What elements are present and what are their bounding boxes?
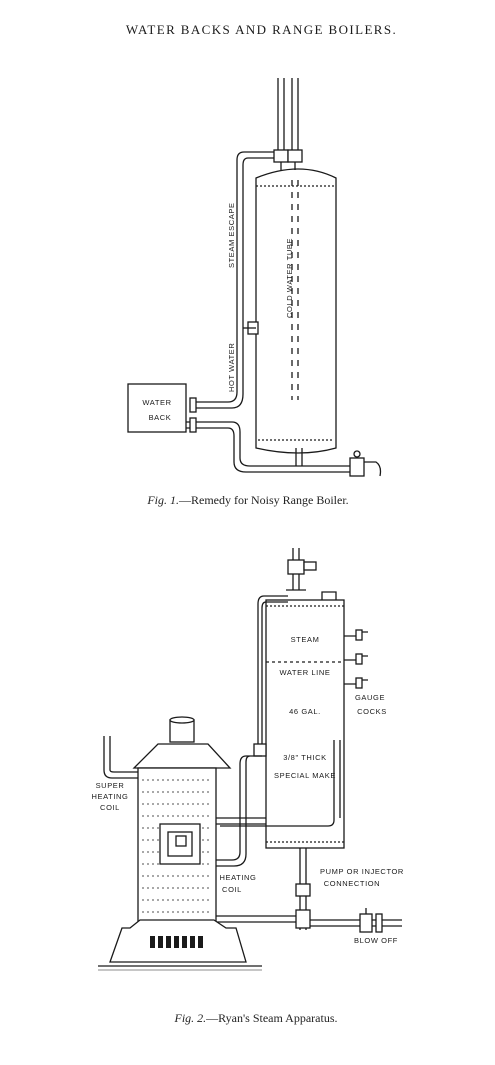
fig2-steam-pipe [257,595,288,752]
fig1-label-water-back-1: WATER [142,398,171,407]
fig2-blow-off-valve [310,908,402,933]
fig1-caption: Fig. 1.—Remedy for Noisy Range Boiler. [146,493,348,507]
fig2-label-blow-off: BLOW OFF [354,936,398,945]
fig2-gauge-cocks [344,629,368,689]
fig1-label-cold-water-tube: COLD WATER TUBE [285,238,294,318]
fig1-label-hot-water: HOT WATER [227,343,236,392]
fig2-pump-injector-connection [216,848,311,930]
fig1-label-water-back-2: BACK [149,413,172,422]
fig1-drain-tap [295,448,382,477]
fig1-caption-text: —Remedy for Noisy Range Boiler. [178,493,349,507]
fig2-caption-text: —Ryan's Steam Apparatus. [205,1011,337,1025]
fig2-caption: Fig. 2.—Ryan's Steam Apparatus. [173,1011,337,1025]
fig1-water-back-box [127,383,187,433]
fig2-label-pump-1: PUMP OR INJECTOR [320,867,404,876]
fig1-label-steam-escape: STEAM ESCAPE [227,202,236,268]
fig2-label-heating-2: COIL [222,885,242,894]
fig1-hot-water-pipe [192,318,244,409]
fig2-super-heating-coil-pipe [103,736,138,779]
fig2-steam-apparatus-diagram: STEAM WATER LINE 46 GAL. 3/8" THICK SPEC… [92,548,404,971]
fig1-caption-label: Fig. 1. [146,493,179,507]
page-header-text: WATER BACKS AND RANGE BOILERS. [125,22,398,37]
fig2-stove [98,716,262,971]
fig1-cold-water-tube [291,180,299,400]
fig2-label-super-1: SUPER [96,781,125,790]
fig2-label-gauge-2: COCKS [357,707,387,716]
fig1-return-pipe [186,421,350,473]
fig2-label-steam: STEAM [291,635,320,644]
fig2-label-capacity: 46 GAL. [289,707,321,716]
fig2-label-super-3: COIL [100,803,120,812]
fig2-label-super-2: HEATING [92,792,129,801]
fig2-label-heating-1: HEATING [220,873,257,882]
fig2-label-water-line: WATER LINE [279,668,330,677]
fig2-caption-label: Fig. 2. [173,1011,206,1025]
fig2-boiler-tank [265,599,345,849]
page-header: WATER BACKS AND RANGE BOILERS. [0,22,495,38]
fig1-range-boiler-diagram: STEAM ESCAPE COLD WATER TUBE HOT WATER W… [127,78,382,477]
fig1-top-pipes [273,78,303,170]
fig2-label-pump-2: CONNECTION [324,879,380,888]
fig2-label-special-make: SPECIAL MAKE [274,771,336,780]
fig2-heating-coil-pipe [216,755,262,867]
fig1-steam-escape-pipe [236,151,274,318]
fig2-label-thick: 3/8" THICK [283,753,327,762]
fig2-label-gauge-1: GAUGE [355,693,385,702]
fig1-boiler-tank [255,168,337,454]
fig2-safety-valve [286,548,317,591]
